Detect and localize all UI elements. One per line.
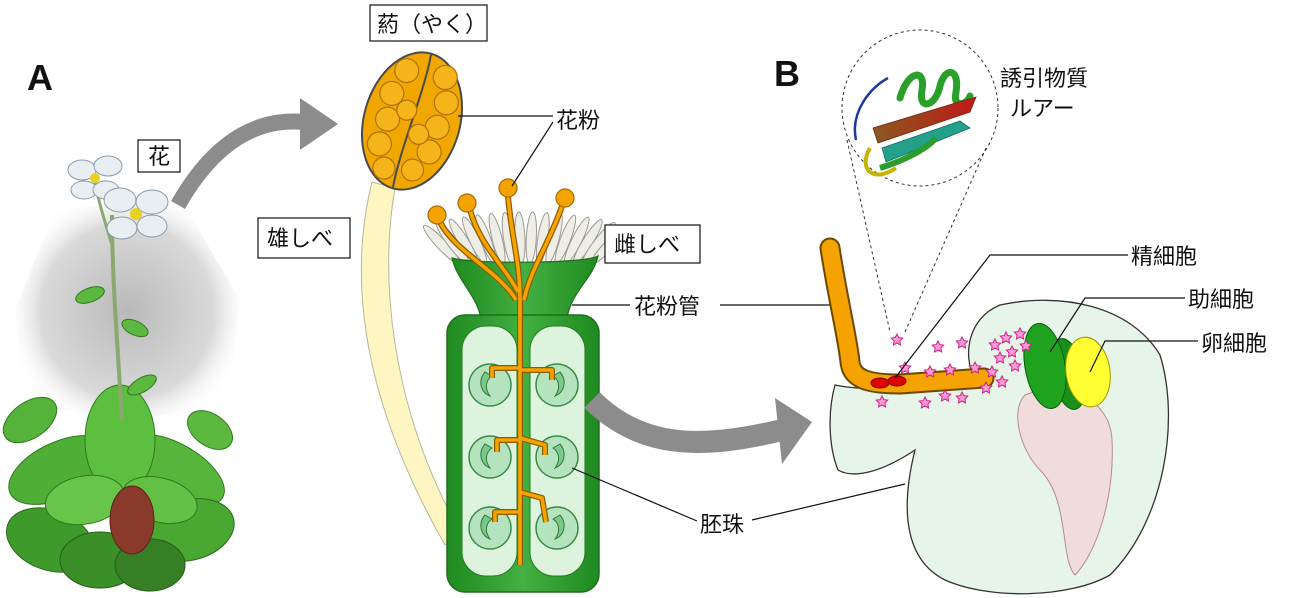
attractant-dot	[931, 340, 945, 353]
central-cell	[1017, 388, 1113, 576]
ovule-label: 胚珠	[700, 513, 744, 538]
protein-strand-green	[879, 135, 939, 171]
stem-leaf	[127, 374, 157, 396]
pistil	[422, 178, 629, 593]
stigma-pollen-grains	[427, 178, 575, 225]
lure-protein-inset	[841, 29, 999, 333]
synergid-cell-leader	[1049, 297, 1185, 353]
attractant-dot	[898, 361, 912, 374]
panel-label-a: A	[27, 57, 53, 98]
inset-connector-left	[846, 139, 891, 333]
attractant-dot	[890, 333, 904, 346]
protein-strand-teal	[881, 120, 971, 163]
anther-label-box	[369, 4, 488, 42]
ovule	[468, 506, 512, 550]
flower-stem	[110, 214, 124, 421]
panel-label-b: B	[774, 53, 800, 94]
stamen-label: 雄しべ	[267, 227, 333, 252]
sperm-cell	[870, 377, 890, 389]
protein-strand-red	[872, 96, 977, 144]
attractant-label-line2: ルアー	[1010, 97, 1075, 122]
attractant-dot	[955, 336, 969, 349]
synergid-cell	[1023, 323, 1067, 409]
anther	[360, 51, 464, 191]
ovule	[468, 363, 512, 407]
plant-illustration	[2, 155, 240, 592]
anther-pollen-grains	[366, 57, 459, 182]
pollen-label: 花粉	[556, 109, 600, 134]
arrow-ovule-to-panel-b	[584, 392, 812, 464]
ovule	[535, 363, 579, 407]
inset-connector-right	[904, 147, 987, 333]
egg-cell-label: 卵細胞	[1201, 332, 1267, 357]
flower-label: 花	[148, 145, 170, 170]
sperm-cell-leader	[894, 254, 1128, 379]
plant-flower	[67, 155, 123, 200]
protein-helix	[896, 69, 974, 108]
inset-circle	[841, 29, 999, 187]
pistil-label: 雌しべ	[614, 233, 680, 258]
rosette-leaves	[2, 384, 235, 592]
stem-leaf	[121, 318, 149, 338]
flower-label-box	[137, 139, 181, 173]
attractant-label-line1: 誘引物質	[1000, 67, 1088, 92]
pollen-tube-b	[819, 237, 995, 395]
ovule	[468, 435, 512, 479]
pollen-leader-stigma	[511, 121, 554, 187]
plant-flower	[103, 187, 169, 240]
stigma-papilla	[525, 211, 537, 265]
synergid-cell-label: 助細胞	[1188, 288, 1254, 313]
stamen-label-box	[257, 217, 351, 259]
pollen-tube-label: 花粉管	[634, 295, 700, 320]
ovule-detail	[829, 299, 1170, 595]
plant-backdrop	[15, 198, 240, 425]
anther-label: 葯（やく）	[377, 13, 487, 38]
arrow-flower-to-anther	[171, 98, 338, 209]
egg-cell	[1065, 336, 1111, 408]
ovule-leader-b	[751, 483, 906, 521]
sperm-cell-label: 精細胞	[1131, 245, 1197, 270]
pistil-label-box	[604, 224, 701, 264]
sperm-cell	[887, 375, 907, 387]
ovule-leader-a	[571, 467, 698, 522]
stem-leaf	[75, 286, 105, 304]
egg-cell-leader	[1089, 340, 1198, 373]
protein-coil-blue	[853, 76, 889, 141]
protein-coil-yellow	[863, 146, 898, 177]
